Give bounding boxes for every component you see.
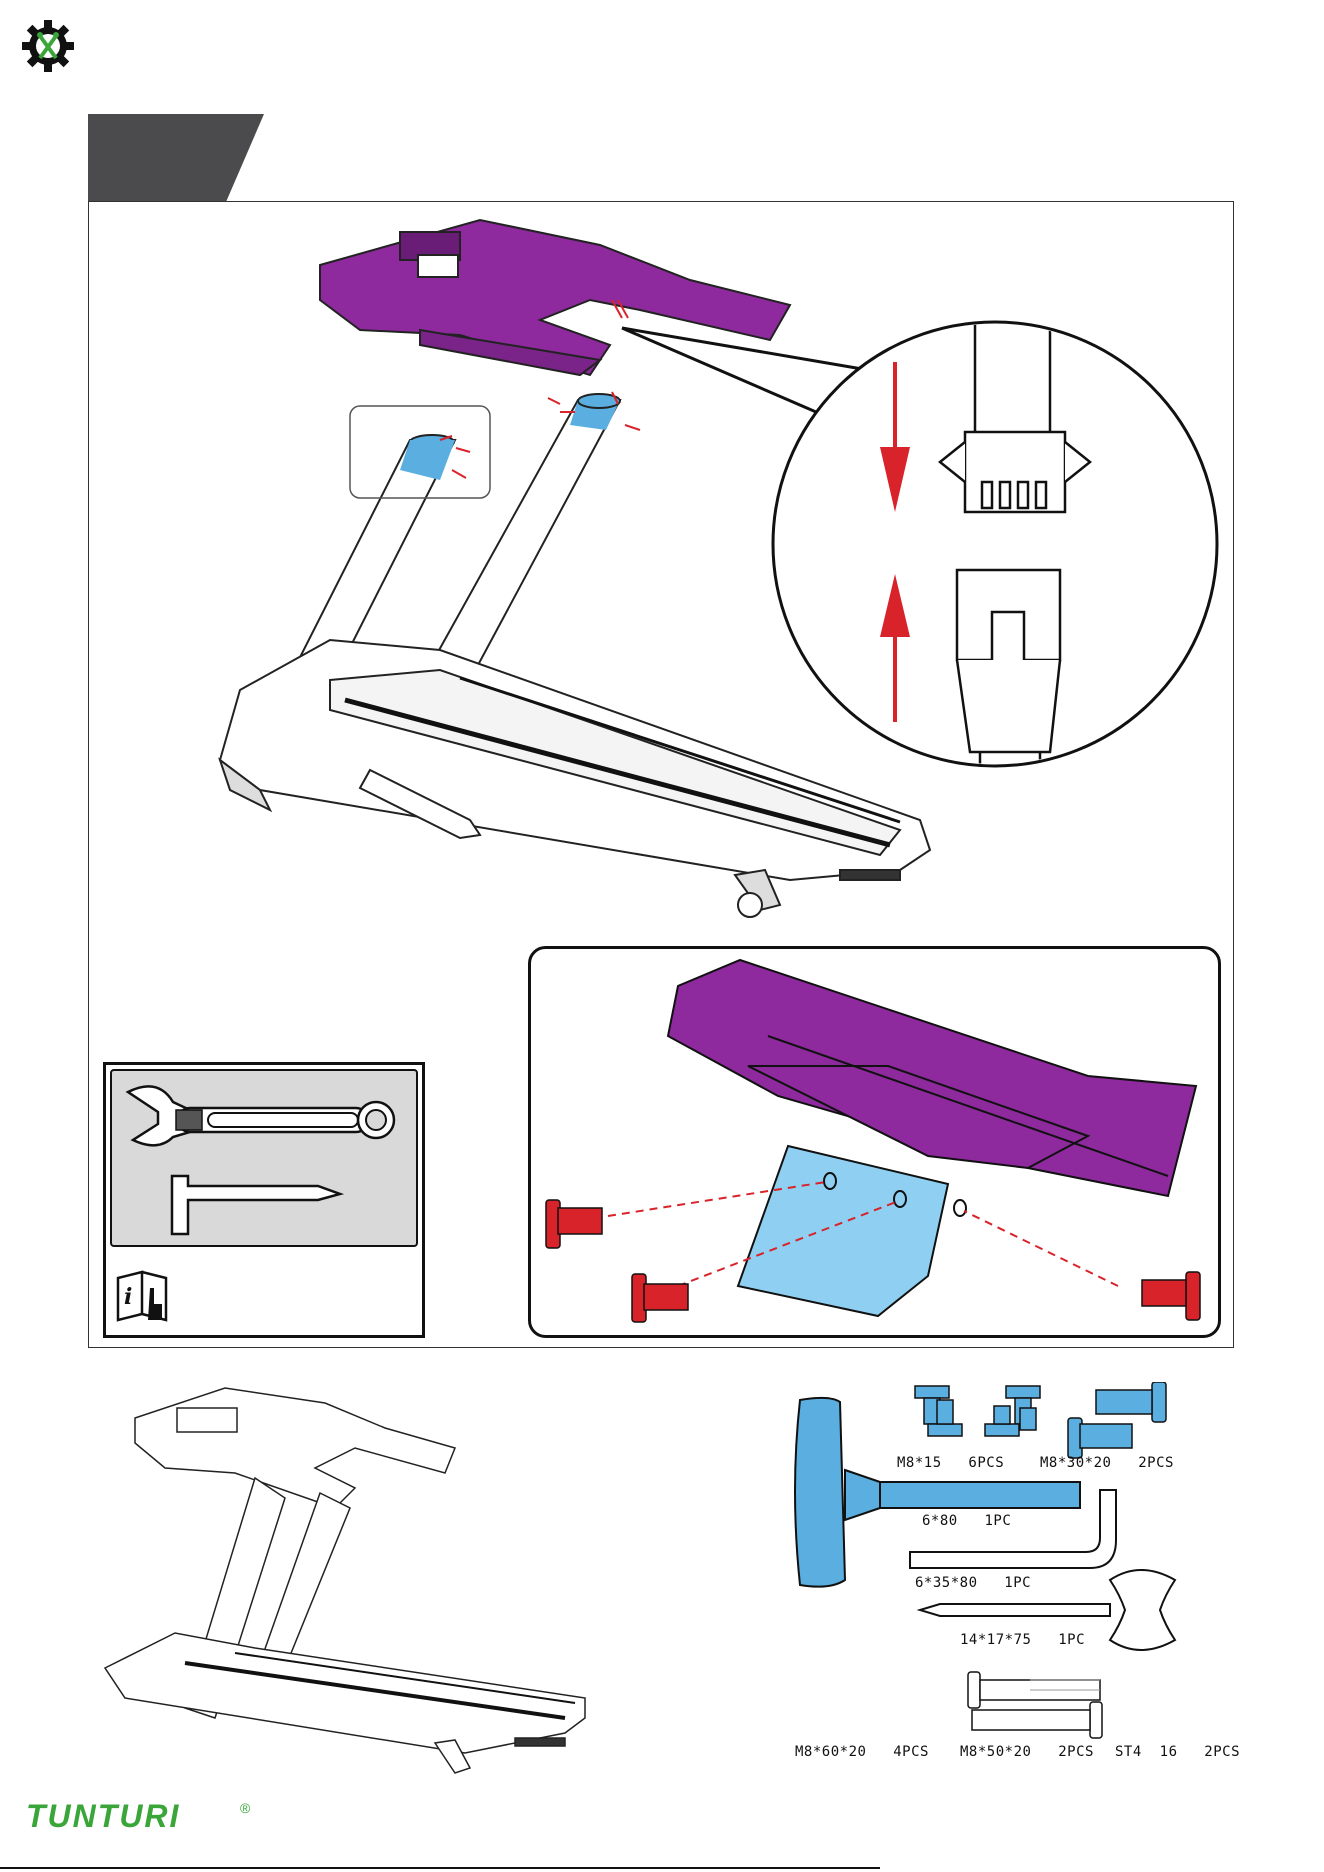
assembled-treadmill-illustration (85, 1368, 590, 1788)
bolt-detail (528, 946, 1221, 1338)
svg-text:i: i (124, 1284, 132, 1310)
assembly-gear-icon (20, 18, 76, 74)
hw-label-wrench-14x17x75: 14*17*75 1PC (960, 1632, 1085, 1648)
hw-label-m8x50x20: M8*50*20 2PCS (960, 1744, 1094, 1760)
hardware-list-illustration (790, 1382, 1220, 1752)
hw-label-m8x30x20: M8*30*20 2PCS (1040, 1455, 1174, 1471)
wrench-icon (118, 1082, 408, 1152)
console-part (320, 220, 790, 375)
hw-label-m8x15: M8*15 6PCS (897, 1455, 1004, 1471)
hw-label-m8x60x20: M8*60*20 4PCS (795, 1744, 929, 1760)
step-tab (88, 114, 264, 202)
brand-registered-mark: ® (240, 1800, 250, 1816)
right-upright (428, 394, 620, 680)
manual-info-icon: i (114, 1268, 172, 1324)
brand-logo: TUNTURI (26, 1798, 180, 1835)
hw-label-hex-6x80: 6*80 1PC (922, 1513, 1011, 1529)
footer-rule (0, 1867, 880, 1869)
allen-key-icon (168, 1170, 348, 1240)
hw-label-st4x16: ST4 16 2PCS (1115, 1744, 1240, 1760)
connector-detail (770, 312, 1230, 782)
hw-label-hex-6x35x80: 6*35*80 1PC (915, 1575, 1031, 1591)
